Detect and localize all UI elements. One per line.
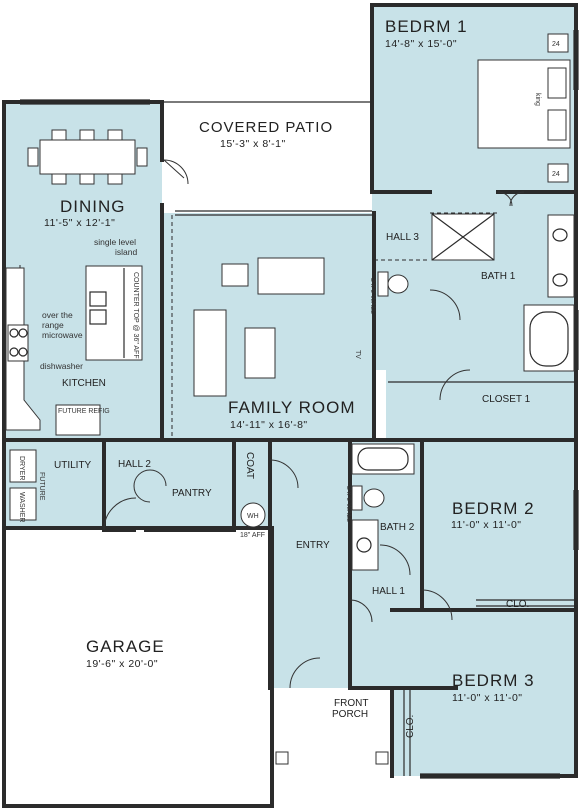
covered-patio-name: COVERED PATIO <box>199 119 333 136</box>
family-room-name: FAMILY ROOM <box>228 398 356 417</box>
microwave-note-l2: range <box>42 320 64 330</box>
bedroom-3-name: BEDRM 3 <box>452 671 535 690</box>
hall-1-name: HALL 1 <box>372 586 405 597</box>
wall-label-1: 2 x 6 WALL <box>369 278 376 314</box>
wh-aff-label: 18" AFF <box>240 532 265 539</box>
closet-1-name: CLOSET 1 <box>482 394 531 405</box>
bedroom-1-name: BEDRM 1 <box>385 17 468 36</box>
pantry-name: PANTRY <box>172 488 212 499</box>
wh-label: WH <box>247 513 259 520</box>
island-note-l1: single level <box>94 237 136 247</box>
dining-table <box>27 129 148 185</box>
garage-dims: 19'-6" x 20'-0" <box>86 658 158 670</box>
wall-label-2: 2 x 6 WALL <box>345 486 352 522</box>
microwave-note-l1: over the <box>42 310 73 320</box>
bath-1-name: BATH 1 <box>481 271 516 282</box>
future-label: FUTURE <box>38 472 45 501</box>
front-porch-name-l1: FRONT <box>334 698 368 709</box>
bedroom-3-closet-name: CLO. <box>405 715 416 738</box>
master-bed <box>477 33 571 183</box>
tv-label: TV <box>354 350 361 359</box>
hall-2-name: HALL 2 <box>118 459 151 470</box>
porch-columns <box>275 751 389 765</box>
water-heater <box>240 502 266 528</box>
family-room-furniture <box>193 257 325 397</box>
dining-dims: 11'-5" x 12'-1" <box>44 217 115 229</box>
hall-3-name: HALL 3 <box>386 232 419 243</box>
utility-name: UTILITY <box>54 460 92 471</box>
entry-name: ENTRY <box>296 540 330 551</box>
bedroom-3-fill <box>392 610 576 776</box>
garage-name: GARAGE <box>86 637 165 656</box>
microwave-note-l3: microwave <box>42 330 83 340</box>
future-refrig-note: FUTURE REFIG <box>58 408 110 415</box>
counter-top-note: COUNTER TOP @ 36" AFF <box>132 272 139 359</box>
bedroom-3-dims: 11'-0" x 11'-0" <box>452 692 523 704</box>
king-label: king <box>534 93 541 106</box>
kitchen-fixtures <box>5 265 143 436</box>
bedroom-2-dims: 11'-0" x 11'-0" <box>451 519 522 531</box>
front-porch-name-l2: PORCH <box>332 709 368 720</box>
bath-2-fixtures <box>351 443 415 571</box>
covered-patio-dims: 15'-3" x 8'-1" <box>220 138 286 150</box>
dining-name: DINING <box>60 197 126 216</box>
dishwasher-note: dishwasher <box>40 361 83 371</box>
closet-shelves <box>388 381 576 776</box>
coat-name: COAT <box>244 452 255 479</box>
kitchen-name: KITCHEN <box>62 378 106 389</box>
bedroom-2-closet-name: CLO. <box>506 599 529 610</box>
hall-2-fill <box>104 440 234 530</box>
family-room-dims: 14'-11" x 16'-8" <box>230 419 308 431</box>
dryer-label: DRYER <box>18 456 25 480</box>
bath-1-fixtures <box>377 213 575 372</box>
coat-fill <box>234 440 270 500</box>
door-swings <box>103 159 525 689</box>
bedroom-1-dims: 14'-8" x 15'-0" <box>385 38 457 50</box>
bedroom-2-name: BEDRM 2 <box>452 499 535 518</box>
nightstand-2-label: 24 <box>552 171 560 178</box>
island-note-l2: island <box>115 247 137 257</box>
bath-2-name: BATH 2 <box>380 522 415 533</box>
window-lines <box>20 30 579 779</box>
entry-fill <box>270 440 350 688</box>
bedroom-2-fill <box>422 440 576 610</box>
laundry-machines <box>9 449 37 521</box>
exterior-wall <box>2 3 578 808</box>
washer-label: WASHER <box>18 492 25 522</box>
nightstand-1-label: 24 <box>552 41 560 48</box>
